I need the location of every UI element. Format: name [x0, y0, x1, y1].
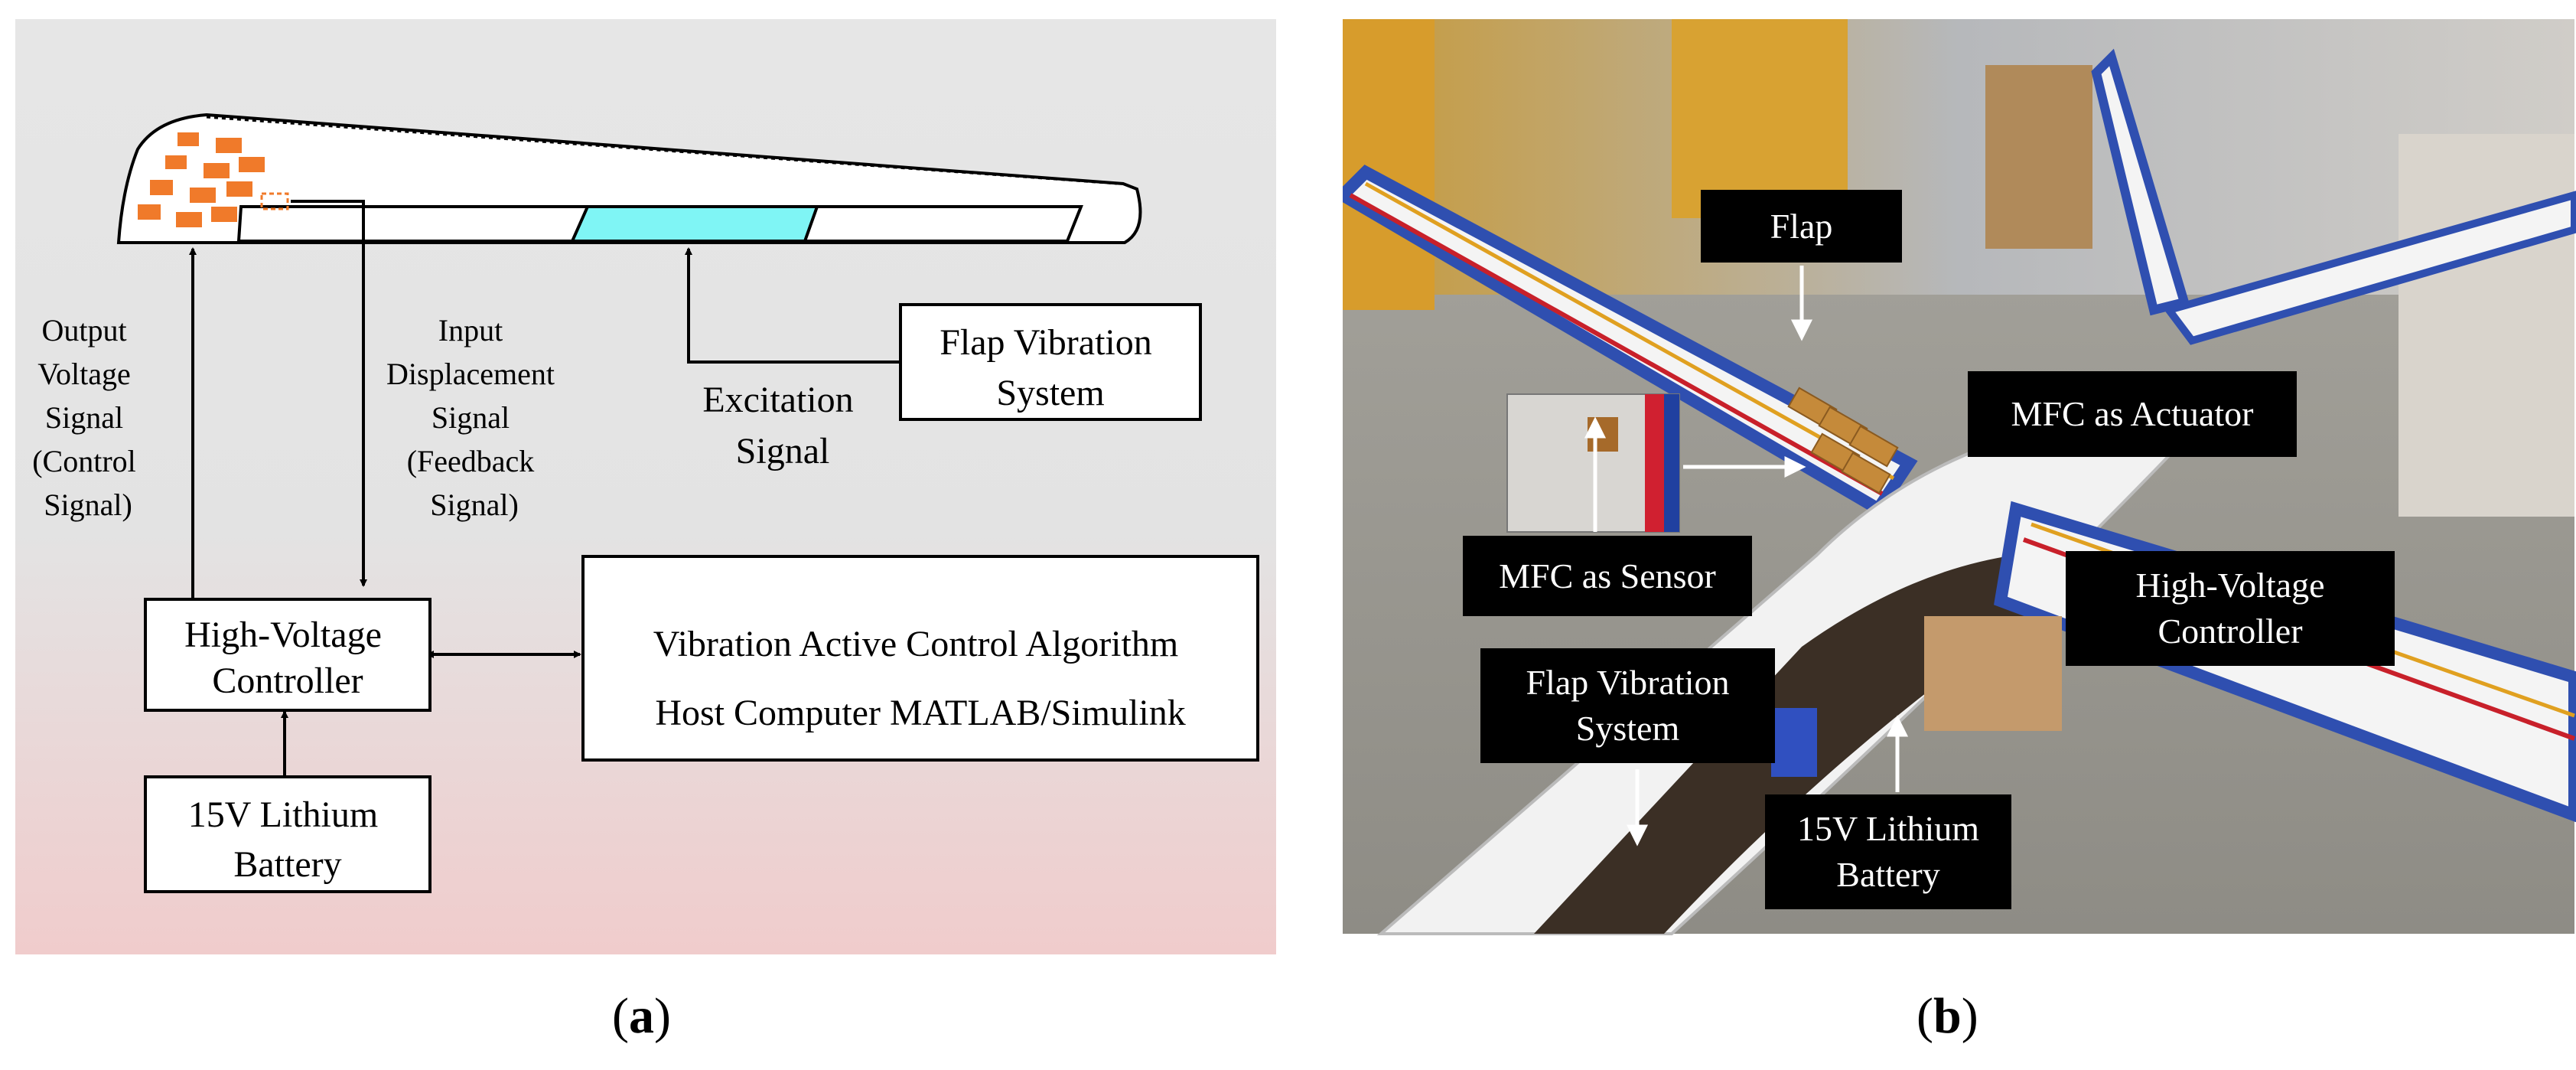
label-flap-vibration-system: Flap Vibration System [1480, 648, 1775, 763]
output-signal-text: Output Voltage Signal (Control Signal) [32, 313, 144, 522]
background-yellow-panel [1343, 19, 1435, 310]
panel-a-diagram: Output Voltage Signal (Control Signal) I… [15, 19, 1301, 976]
label-mfc-sensor: MFC as Sensor [1463, 536, 1752, 616]
panel-a-caption: (a) [612, 987, 671, 1046]
controller-box-photo [1924, 616, 2062, 731]
background-yellow-panel-2 [1672, 19, 1848, 218]
label-hv-controller: High-Voltage Controller [2066, 551, 2395, 666]
panel-b-caption: (b) [1917, 987, 1978, 1046]
label-flap: Flap [1701, 190, 1902, 263]
background-board [2399, 134, 2574, 517]
battery-photo [1771, 708, 1817, 777]
flap-segment [572, 207, 817, 241]
label-mfc-actuator: MFC as Actuator [1968, 371, 2297, 457]
background-boxes [1985, 65, 2092, 249]
label-battery: 15V Lithium Battery [1765, 794, 2011, 909]
